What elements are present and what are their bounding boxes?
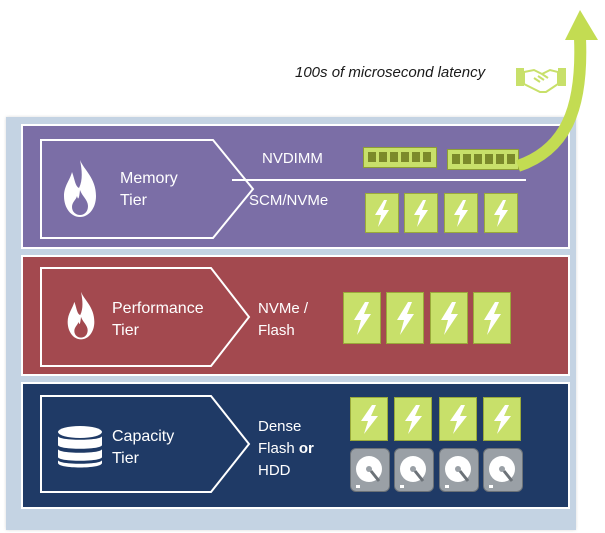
flash-chip-icon: [386, 292, 424, 344]
dense-flash-hdd-label: Dense Flash or HDD: [258, 418, 314, 479]
flash-chip-icon: [484, 193, 518, 233]
hdd-icon: [350, 448, 390, 492]
scm-nvme-label: SCM/NVMe: [249, 192, 329, 209]
flash-chip-icon: [350, 397, 388, 441]
latency-callout: 100s of microsecond latency: [295, 64, 486, 81]
memory-tier-chevron: [40, 139, 255, 239]
performance-tier-chevron: [40, 267, 251, 367]
flame-icon: [64, 160, 96, 217]
flash-chip-icon: [394, 397, 432, 441]
capacity-tier-chevron: [40, 395, 251, 493]
memory-media-divider: [232, 179, 526, 181]
dimm-icon: [447, 149, 519, 170]
flash-chip-icon: [404, 193, 438, 233]
nvme-flash-label: NVMe /Flash: [258, 300, 309, 339]
hdd-icon: [483, 448, 523, 492]
memory-tier-panel: [21, 124, 570, 249]
flash-chip-icon: [444, 193, 478, 233]
flash-chip-icon: [430, 292, 468, 344]
hdd-icon: [439, 448, 479, 492]
flash-chip-icon: [439, 397, 477, 441]
flash-chip-icon: [365, 193, 399, 233]
hdd-icon: [394, 448, 434, 492]
dimm-icon: [363, 147, 437, 168]
nvdimm-label: NVDIMM: [262, 150, 323, 167]
flash-chip-icon: [473, 292, 511, 344]
flame-icon: [67, 291, 95, 340]
flash-chip-icon: [483, 397, 521, 441]
database-icon: [58, 426, 102, 468]
handshake-icon: [516, 68, 566, 93]
flash-chip-icon: [343, 292, 381, 344]
